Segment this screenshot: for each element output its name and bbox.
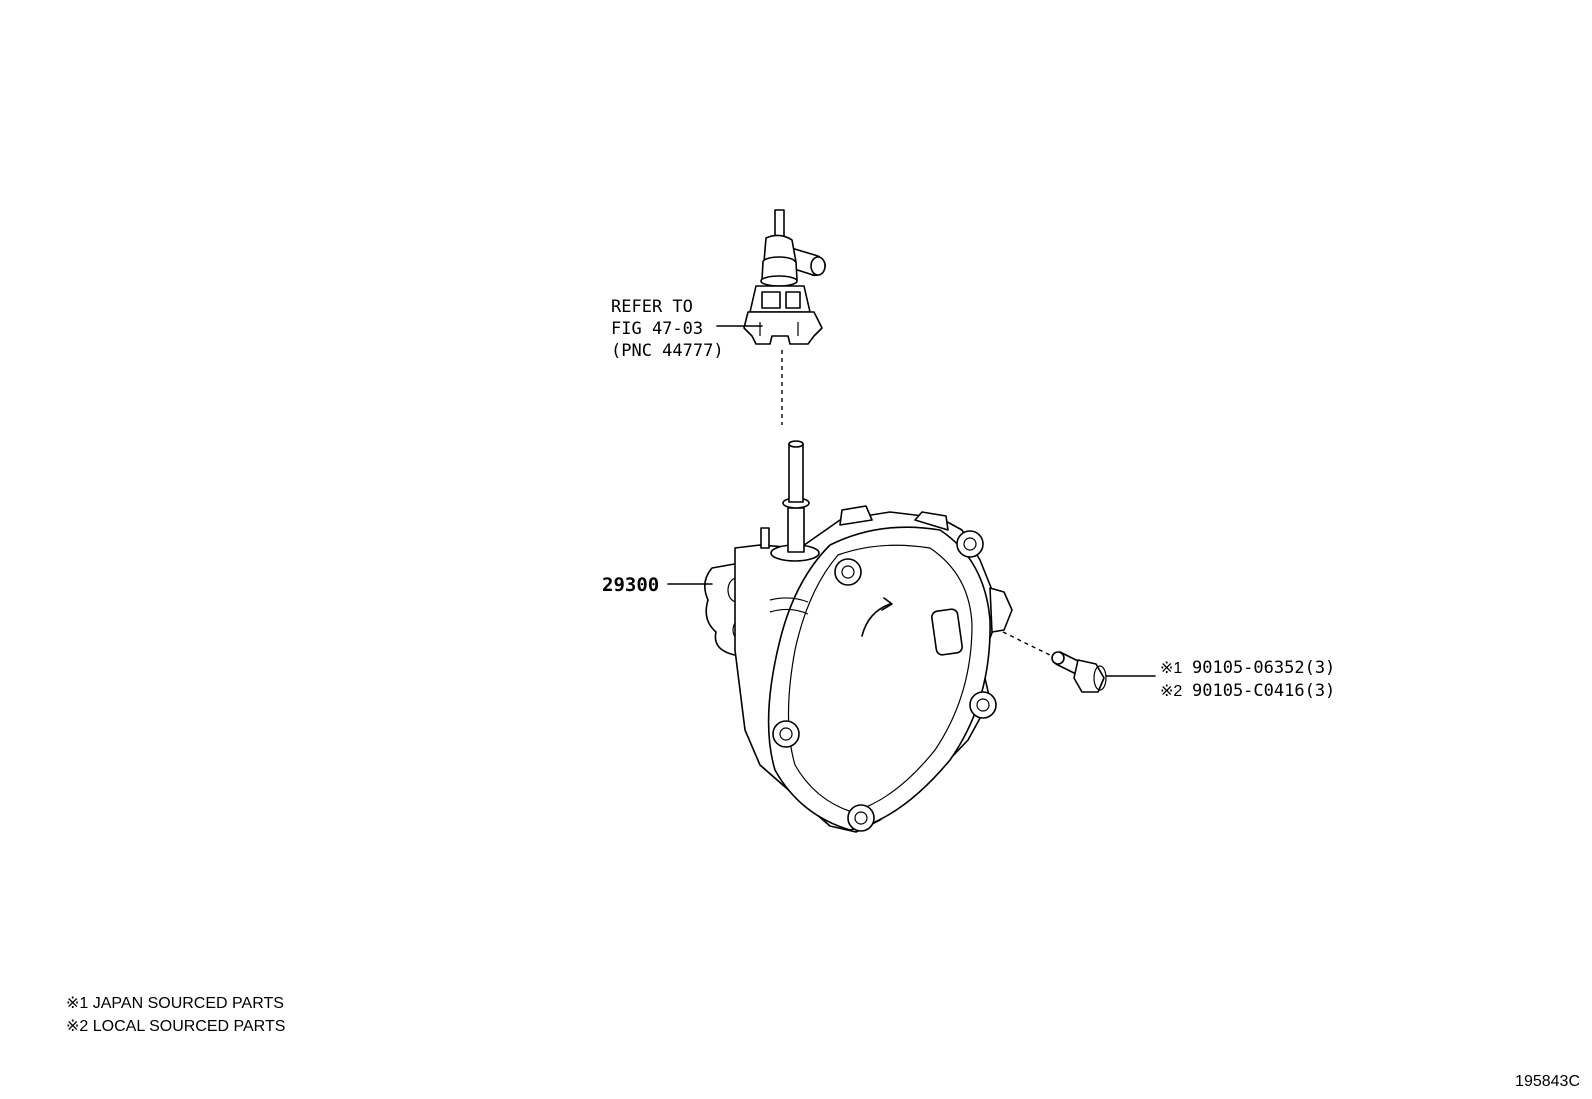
hose-connector-illustration [743, 209, 826, 345]
vacuum-pump-illustration [704, 440, 1013, 833]
bolt-mark-2: ※2 [1160, 683, 1182, 700]
bolt-mark-1: ※1 [1160, 660, 1182, 677]
figure-code: 195843C [1515, 1073, 1580, 1090]
bolt-illustration [1002, 631, 1107, 693]
bolt-part-number-2: 90105-C0416(3) [1192, 681, 1335, 701]
bolt-part-number-1: 90105-06352(3) [1192, 658, 1335, 678]
note-japan-sourced: ※1 JAPAN SOURCED PARTS [66, 995, 284, 1012]
note-local-sourced: ※2 LOCAL SOURCED PARTS [66, 1018, 285, 1035]
refer-label-line1: REFER TO [611, 297, 693, 317]
refer-label-line3: (PNC 44777) [611, 341, 724, 361]
refer-label-line2: FIG 47-03 [611, 319, 703, 339]
part-number-29300: 29300 [602, 574, 659, 596]
